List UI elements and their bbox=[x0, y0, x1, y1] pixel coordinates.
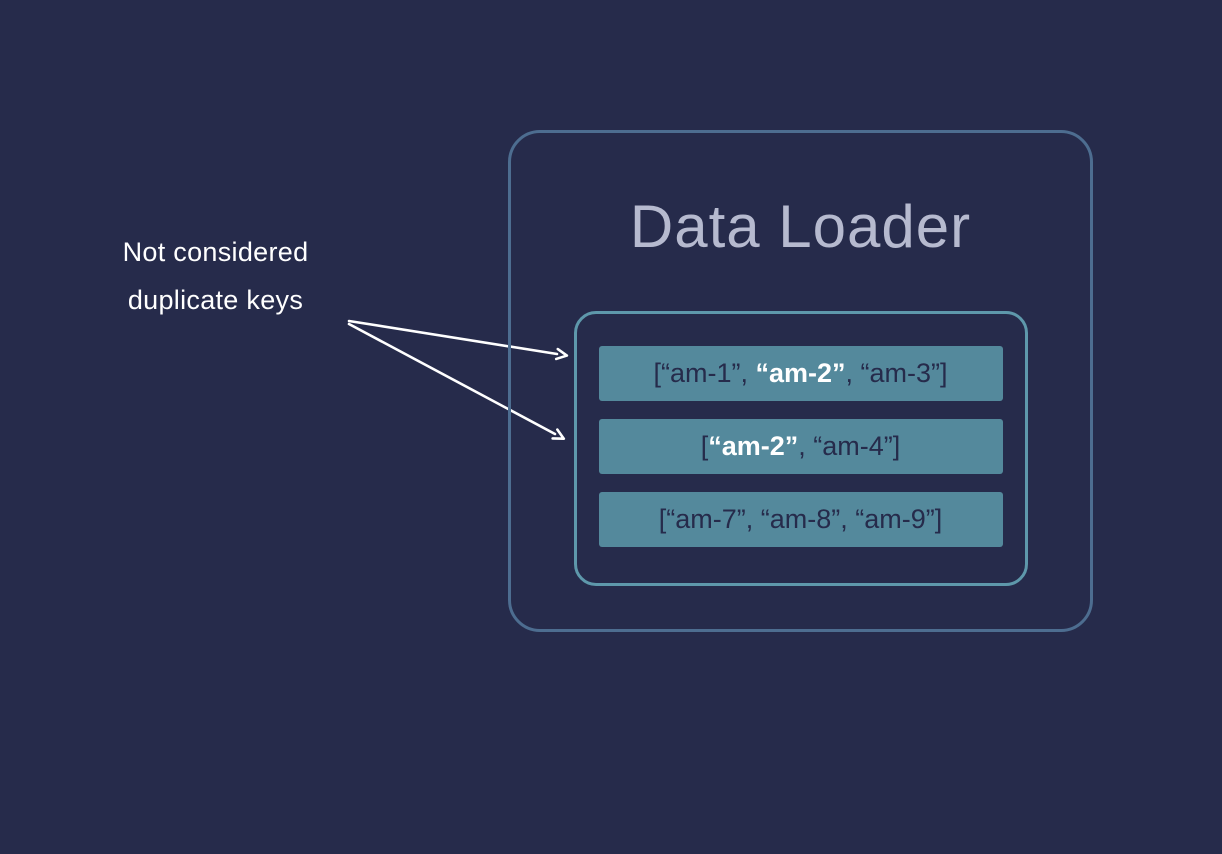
key-text: , “am-3”] bbox=[845, 358, 948, 388]
key-list-row-3: [“am-7”, “am-8”, “am-9”] bbox=[598, 492, 1003, 547]
key-text: [ bbox=[700, 431, 709, 461]
key-text: [“am-1”, bbox=[653, 358, 756, 388]
annotation-line-1: Not considered bbox=[122, 237, 309, 267]
annotation: Not considered duplicate keys bbox=[78, 228, 353, 324]
duplicate-key-highlight: “am-2” bbox=[708, 431, 799, 461]
annotation-line-2: duplicate keys bbox=[127, 285, 304, 315]
key-list-row-1: [“am-1”, “am-2”, “am-3”] bbox=[598, 346, 1003, 401]
key-lists-group: [“am-1”, “am-2”, “am-3”][“am-2”, “am-4”]… bbox=[573, 311, 1028, 586]
duplicate-key-highlight: “am-2” bbox=[755, 358, 846, 388]
data-loader-box: Data Loader [“am-1”, “am-2”, “am-3”][“am… bbox=[508, 130, 1093, 632]
key-text: , “am-4”] bbox=[798, 431, 901, 461]
data-loader-title: Data Loader bbox=[629, 193, 972, 260]
key-text: [“am-7”, “am-8”, “am-9”] bbox=[658, 504, 943, 534]
key-list-row-2: [“am-2”, “am-4”] bbox=[598, 419, 1003, 474]
